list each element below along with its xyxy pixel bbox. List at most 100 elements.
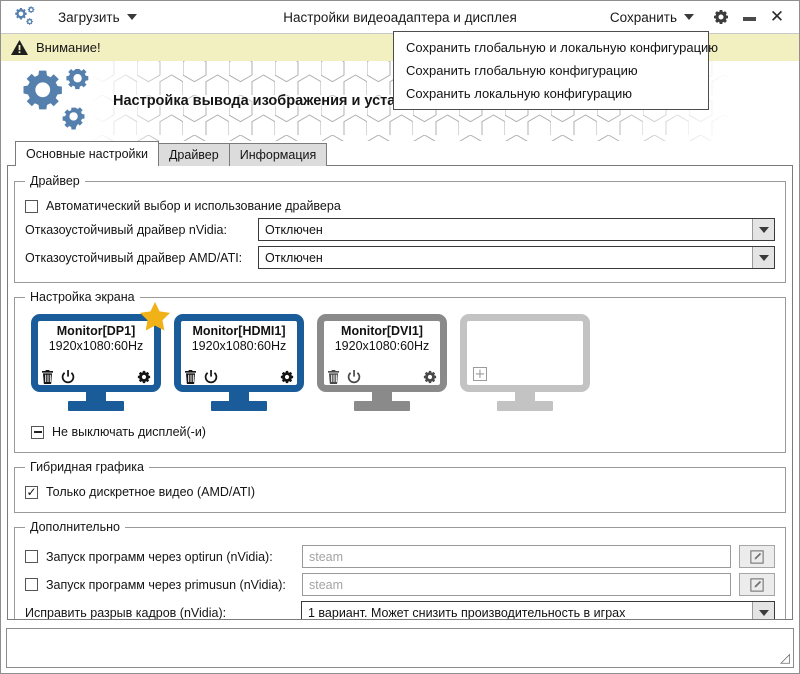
plus-icon[interactable]: + [473, 366, 487, 382]
settings-gear-button[interactable] [707, 3, 735, 31]
edit-pencil-icon [750, 577, 764, 592]
close-button[interactable]: ✕ [763, 3, 791, 31]
gear-icon[interactable] [422, 369, 437, 384]
chevron-down-icon[interactable] [752, 247, 774, 268]
nvidia-fallback-row: Отказоустойчивый драйвер nVidia: Отключе… [25, 218, 775, 241]
monitor-resolution: 1920x1080:60Hz [191, 339, 287, 353]
amd-fallback-value: Отключен [265, 250, 323, 265]
warning-text: Внимание! [36, 40, 101, 55]
menu-item-save-local[interactable]: Сохранить локальную конфигурацию [406, 86, 632, 101]
driver-group: Драйвер Автоматический выбор и использов… [14, 174, 786, 283]
save-menu-label: Сохранить [609, 9, 677, 25]
trash-icon[interactable] [183, 369, 198, 384]
optirun-input[interactable]: steam [302, 545, 731, 568]
save-menu-button[interactable]: Сохранить [605, 7, 699, 28]
spacer [80, 369, 131, 384]
tearfix-row: Исправить разрыв кадров (nVidia): 1 вари… [25, 601, 775, 620]
primary-star-icon[interactable] [140, 302, 170, 331]
gear-icon[interactable] [279, 369, 294, 384]
primusrun-label: Запуск программ через primusun (nVidia): [46, 577, 286, 592]
load-menu-button[interactable]: Загрузить [53, 7, 142, 28]
save-dropdown-menu[interactable]: Сохранить глобальную и локальную конфигу… [393, 31, 719, 110]
title-bar: Загрузить Настройки видеоадаптера и дисп… [1, 1, 799, 34]
status-bar: ◿ [6, 628, 794, 668]
chevron-down-icon [684, 14, 694, 20]
monitor-base [497, 401, 553, 411]
monitor-name: Monitor[HDMI1] [192, 324, 286, 338]
screen-settings-legend: Настройка экрана [30, 290, 135, 304]
monitor-list: Monitor[DP1] 1920x1080:60Hz [25, 302, 775, 413]
power-icon[interactable] [346, 369, 361, 384]
chevron-down-icon[interactable] [752, 219, 774, 240]
discrete-only-row[interactable]: Только дискретное видео (AMD/ATI) [25, 485, 775, 499]
monitor-screen: Monitor[DP1] 1920x1080:60Hz [31, 314, 161, 392]
monitor-resolution: 1920x1080:60Hz [334, 339, 430, 353]
monitor-neck [86, 392, 106, 401]
close-icon: ✕ [769, 6, 785, 27]
screen-settings-group: Настройка экрана Monitor[DP1] 1920x1080:… [14, 290, 786, 453]
amd-fallback-row: Отказоустойчивый драйвер AMD/ATI: Отключ… [25, 246, 775, 269]
keep-display-on-label: Не выключать дисплей(-и) [52, 425, 206, 439]
monitor-card-hdmi1[interactable]: Monitor[HDMI1] 1920x1080:60Hz [174, 314, 304, 411]
monitor-resolution: 1920x1080:60Hz [48, 339, 144, 353]
monitor-card-dp1[interactable]: Monitor[DP1] 1920x1080:60Hz [31, 302, 170, 411]
nvidia-fallback-select[interactable]: Отключен [258, 218, 775, 241]
load-menu-label: Загрузить [58, 9, 120, 25]
optirun-checkbox[interactable] [25, 550, 38, 563]
primusrun-checkbox[interactable] [25, 578, 38, 591]
optirun-label: Запуск программ через optirun (nVidia): [46, 549, 273, 564]
hybrid-graphics-legend: Гибридная графика [30, 460, 144, 474]
monitor-screen: Monitor[HDMI1] 1920x1080:60Hz [174, 314, 304, 392]
tab-main-settings[interactable]: Основные настройки [15, 141, 159, 166]
keep-display-on-checkbox[interactable] [31, 425, 44, 439]
tab-strip: Основные настройки Драйвер Информация [1, 141, 799, 166]
tab-content-main-settings: Драйвер Автоматический выбор и использов… [7, 165, 793, 620]
monitor-card-add[interactable]: + [460, 314, 590, 411]
gear-icon[interactable] [136, 369, 151, 384]
amd-fallback-label: Отказоустойчивый драйвер AMD/ATI: [25, 250, 243, 265]
power-icon[interactable] [60, 369, 75, 384]
auto-driver-row[interactable]: Автоматический выбор и использование дра… [25, 199, 775, 213]
nvidia-fallback-label: Отказоустойчивый драйвер nVidia: [25, 222, 227, 237]
additional-group: Дополнительно Запуск программ через opti… [14, 520, 786, 620]
trash-icon[interactable] [40, 369, 55, 384]
power-icon[interactable] [203, 369, 218, 384]
optirun-row: Запуск программ через optirun (nVidia): … [25, 545, 775, 568]
minimize-button[interactable] [735, 3, 763, 31]
warning-triangle-icon [11, 40, 28, 55]
tearfix-select[interactable]: 1 вариант. Может снизить производительно… [301, 601, 775, 620]
primusrun-row: Запуск программ через primusun (nVidia):… [25, 573, 775, 596]
primusrun-edit-button[interactable] [739, 573, 775, 596]
monitor-base [211, 401, 267, 411]
keep-display-on-row[interactable]: Не выключать дисплей(-и) [31, 425, 775, 439]
primusrun-input[interactable]: steam [302, 573, 731, 596]
minimize-icon [742, 17, 756, 21]
discrete-only-checkbox[interactable] [25, 485, 38, 499]
chevron-down-icon [126, 14, 137, 20]
monitor-actions [183, 369, 294, 384]
monitor-base [68, 401, 124, 411]
tab-information[interactable]: Информация [228, 143, 328, 166]
auto-driver-checkbox[interactable] [25, 199, 38, 213]
resize-grip-icon[interactable]: ◿ [780, 651, 790, 666]
menu-item-save-global[interactable]: Сохранить глобальную конфигурацию [406, 63, 638, 78]
gear-icon [714, 10, 728, 24]
tab-driver[interactable]: Драйвер [157, 143, 230, 166]
optirun-edit-button[interactable] [739, 545, 775, 568]
monitor-actions [40, 369, 151, 384]
amd-fallback-select[interactable]: Отключен [258, 246, 775, 269]
menu-item-save-global-and-local[interactable]: Сохранить глобальную и локальную конфигу… [406, 40, 719, 55]
monitor-screen: + [460, 314, 590, 392]
trash-icon[interactable] [326, 369, 341, 384]
spacer [366, 369, 417, 384]
auto-driver-label: Автоматический выбор и использование дра… [46, 199, 341, 213]
chevron-down-icon[interactable] [752, 602, 774, 619]
monitor-name: Monitor[DVI1] [341, 324, 423, 338]
monitor-card-dvi1[interactable]: Monitor[DVI1] 1920x1080:60Hz [317, 314, 447, 411]
monitor-base [354, 401, 410, 411]
tearfix-value: 1 вариант. Может снизить производительно… [308, 605, 626, 620]
hybrid-graphics-group: Гибридная графика Только дискретное виде… [14, 460, 786, 513]
tearfix-label: Исправить разрыв кадров (nVidia): [25, 605, 227, 620]
monitor-actions [326, 369, 437, 384]
